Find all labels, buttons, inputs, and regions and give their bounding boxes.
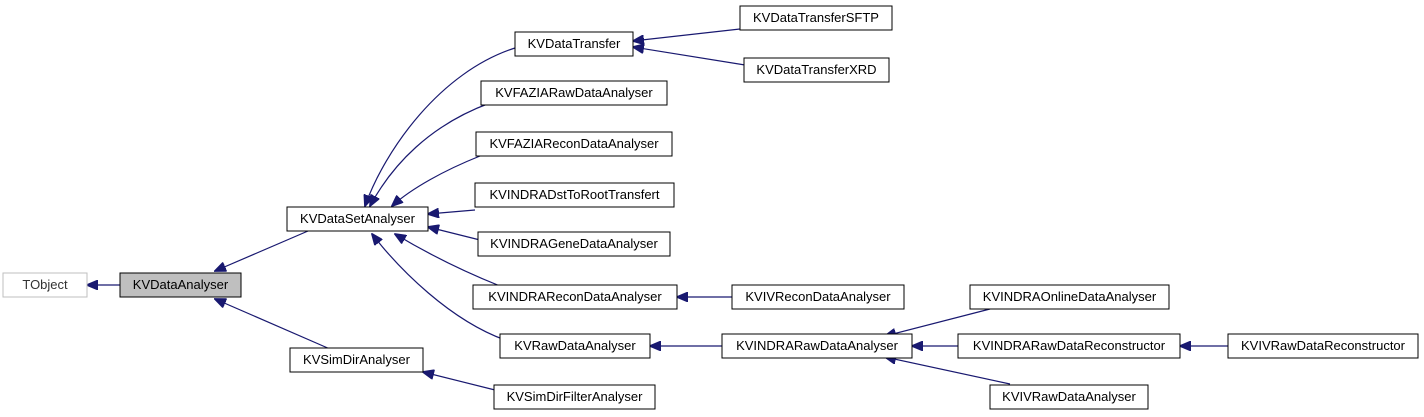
- node-label: KVIVRawDataAnalyser: [1002, 389, 1136, 404]
- node-label: KVINDRARawDataAnalyser: [736, 338, 899, 353]
- edge-kvindraonline-to-kvindraraw: [885, 308, 991, 336]
- nodes: TObject KVDataAnalyser KVDataSetAnalyser…: [2, 5, 1419, 410]
- node-label: TObject: [22, 277, 68, 292]
- edge-kvdatasetanalyser-to-kvdataanalyser: [215, 227, 316, 271]
- node-label: KVFAZIAReconDataAnalyser: [489, 136, 659, 151]
- edge-kvindragene-to-kvdatasetanalyser: [428, 227, 481, 241]
- node-kvrawdataanalyser[interactable]: KVRawDataAnalyser: [499, 333, 651, 359]
- node-label: KVINDRAOnlineDataAnalyser: [983, 289, 1157, 304]
- node-kvfaziarawdataanalyser[interactable]: KVFAZIARawDataAnalyser: [480, 80, 668, 106]
- edges: [87, 28, 1228, 391]
- node-label: KVRawDataAnalyser: [514, 338, 636, 353]
- node-label: KVINDRARawDataReconstructor: [973, 338, 1166, 353]
- node-kvdatasetanalyser[interactable]: KVDataSetAnalyser: [286, 206, 429, 232]
- edge-kvindrarecon-to-kvdatasetanalyser: [395, 234, 501, 287]
- node-label: KVIVRawDataReconstructor: [1241, 338, 1406, 353]
- node-kvivrawdataanalyser[interactable]: KVIVRawDataAnalyser: [989, 384, 1149, 410]
- edge-kvindradst-to-kvdatasetanalyser: [428, 210, 476, 214]
- node-tobject[interactable]: TObject: [2, 272, 88, 298]
- node-label: KVDataTransfer: [528, 36, 621, 51]
- node-label: KVINDRAGeneDataAnalyser: [490, 236, 658, 251]
- edge-kvdatatransferxrd-to-kvdatatransfer: [633, 47, 746, 66]
- edge-kvfaziarecon-to-kvdatasetanalyser: [392, 155, 481, 206]
- node-kvsimdirfilteranalyser[interactable]: KVSimDirFilterAnalyser: [493, 384, 656, 410]
- node-kvdatatransferxrd[interactable]: KVDataTransferXRD: [743, 57, 890, 83]
- node-label: KVIVReconDataAnalyser: [745, 289, 891, 304]
- node-label: KVDataAnalyser: [133, 277, 229, 292]
- node-kvivrawdatareconstructor[interactable]: KVIVRawDataReconstructor: [1227, 333, 1419, 359]
- edge-kvdatatransfersftp-to-kvdatatransfer: [633, 28, 741, 41]
- edge-kvsimdiranalyser-to-kvdataanalyser: [215, 299, 331, 350]
- edge-kvrawdata-to-kvdatasetanalyser: [372, 234, 506, 341]
- node-label: KVFAZIARawDataAnalyser: [495, 85, 653, 100]
- node-label: KVSimDirAnalyser: [303, 352, 411, 367]
- node-kvdatatransfersftp[interactable]: KVDataTransferSFTP: [739, 5, 893, 31]
- node-label: KVDataTransferXRD: [756, 62, 876, 77]
- edge-kvsimdirfilter-to-kvsimdiranalyser: [423, 372, 496, 391]
- edge-kvivraw-to-kvindraraw: [885, 357, 1011, 385]
- node-label: KVDataSetAnalyser: [300, 211, 416, 226]
- node-label: KVINDRADstToRootTransfert: [489, 187, 659, 202]
- node-kvindraonlinedataanalyser[interactable]: KVINDRAOnlineDataAnalyser: [969, 284, 1170, 310]
- node-label: KVSimDirFilterAnalyser: [507, 389, 643, 404]
- node-kvindrarecondataanalyser[interactable]: KVINDRAReconDataAnalyser: [472, 284, 678, 310]
- node-label: KVINDRAReconDataAnalyser: [488, 289, 662, 304]
- node-kvdataanalyser[interactable]: KVDataAnalyser: [119, 272, 242, 298]
- node-kvindragenedataanalyser[interactable]: KVINDRAGeneDataAnalyser: [477, 231, 671, 257]
- edge-kvfaziaraw-to-kvdatasetanalyser: [370, 102, 491, 206]
- node-kvindrarawdatareconstructor[interactable]: KVINDRARawDataReconstructor: [957, 333, 1181, 359]
- node-kvsimdiranalyser[interactable]: KVSimDirAnalyser: [289, 347, 424, 373]
- node-kvfaziarecondataanalyser[interactable]: KVFAZIAReconDataAnalyser: [475, 131, 673, 157]
- node-kvdatatransfer[interactable]: KVDataTransfer: [514, 31, 634, 57]
- node-kvivrecondataanalyser[interactable]: KVIVReconDataAnalyser: [731, 284, 905, 310]
- edge-kvdatatransfer-to-kvdatasetanalyser: [365, 47, 516, 206]
- node-kvindrarawdataanalyser[interactable]: KVINDRARawDataAnalyser: [721, 333, 913, 359]
- node-label: KVDataTransferSFTP: [753, 10, 879, 25]
- node-kvindradsttoroottransfert[interactable]: KVINDRADstToRootTransfert: [474, 182, 675, 208]
